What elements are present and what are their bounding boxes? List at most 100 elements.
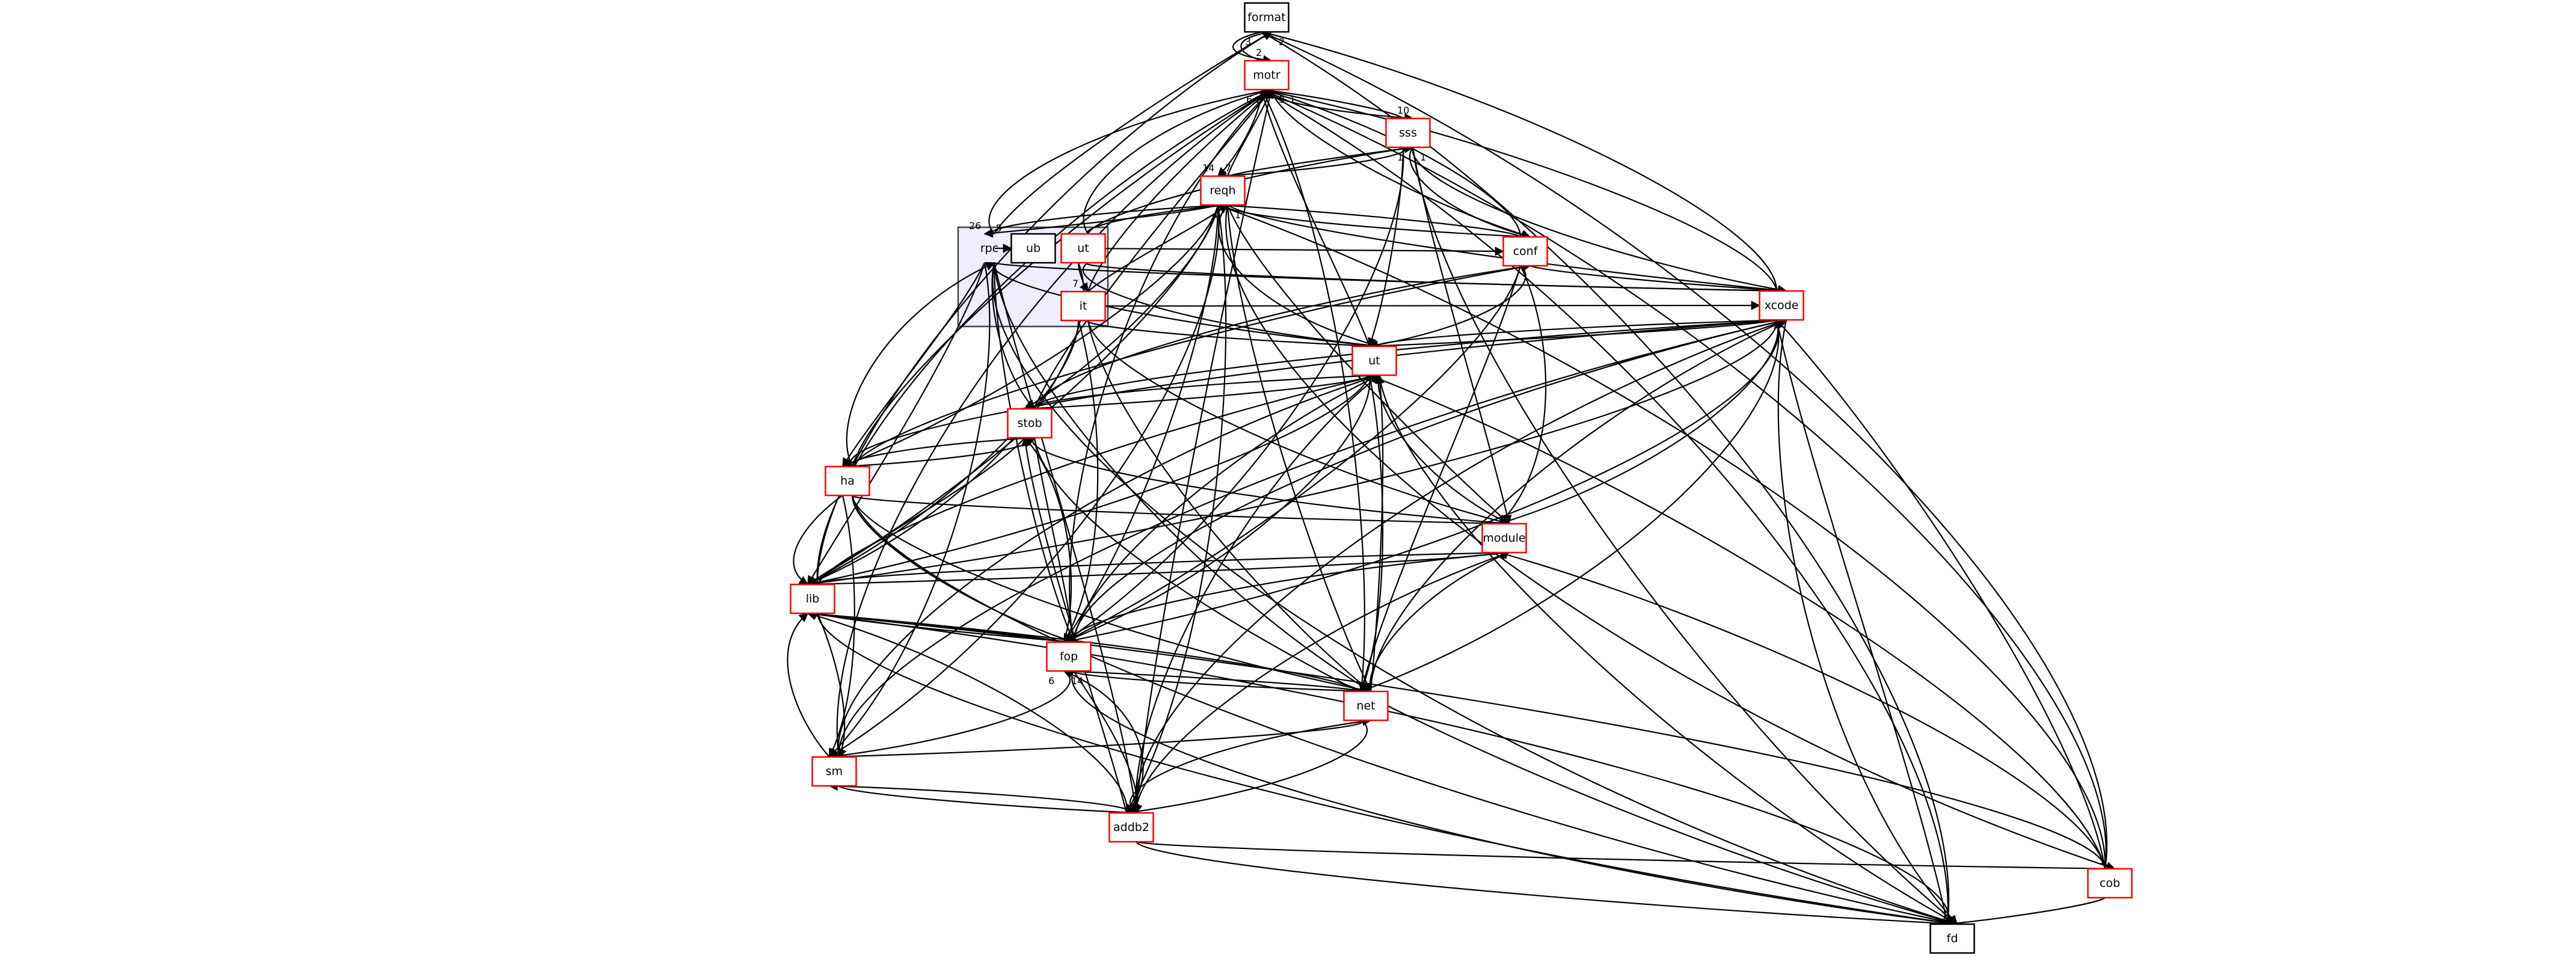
rpc-cluster-label[interactable]: rpc — [980, 242, 998, 255]
edge-conf-to-motr[interactable] — [1261, 87, 1522, 237]
node-box[interactable] — [1343, 690, 1389, 722]
edge-fop-to-xcode[interactable] — [1072, 317, 1788, 643]
edge-cob-to-xcode[interactable] — [1775, 319, 2106, 869]
edge-addb2-to-stob[interactable] — [1021, 437, 1128, 813]
node-box[interactable] — [1108, 812, 1154, 843]
edge-rpc-to-addb2[interactable] — [993, 262, 1140, 814]
edge-ut2-to-fd[interactable] — [1378, 375, 1958, 925]
edge-fop-to-motr[interactable] — [1069, 88, 1273, 643]
edge-net-to-motr[interactable] — [1261, 88, 1365, 692]
node-ha[interactable]: ha — [825, 465, 870, 497]
edge-rpc-to-motr[interactable] — [988, 87, 1273, 234]
edge-stob-to-fd[interactable] — [1033, 437, 1958, 927]
edge-stob-to-motr[interactable] — [1033, 88, 1272, 409]
edge-net-to-xcode[interactable] — [1369, 319, 1788, 692]
edge-fop-to-sm[interactable] — [828, 670, 1071, 761]
node-sss[interactable]: sss — [1385, 117, 1431, 149]
node-ub[interactable]: ub — [1010, 233, 1056, 264]
edge-fd-to-xcode[interactable] — [1774, 319, 1949, 925]
node-ut[interactable]: ut — [1060, 233, 1106, 264]
edge-ut-to-reqh[interactable] — [1086, 201, 1229, 234]
edge-fd-to-motr[interactable] — [1261, 89, 1949, 925]
edge-ut2-to-net[interactable] — [1359, 375, 1384, 693]
edge-rpc-to-lib[interactable] — [807, 262, 986, 586]
edge-rpc-to-ha[interactable] — [842, 262, 985, 468]
edge-conf-to-reqh[interactable] — [1217, 201, 1521, 237]
edge-ut2-to-module[interactable] — [1377, 375, 1510, 525]
edge-addb2-to-fop[interactable] — [1063, 670, 1144, 813]
edge-fop-to-module[interactable] — [1072, 548, 1510, 643]
node-box[interactable] — [1929, 923, 1975, 954]
edge-fop-to-fd[interactable] — [1071, 670, 1958, 928]
edge-ut2-to-fop[interactable] — [1063, 375, 1371, 643]
edge-addb2-to-net[interactable] — [1129, 717, 1372, 813]
edge-fop-to-addb2[interactable] — [1073, 670, 1143, 814]
edge-it-to-net[interactable] — [1087, 320, 1372, 692]
edge-addb2-to-sm[interactable] — [828, 781, 1130, 814]
edge-addb2-to-module[interactable] — [1135, 551, 1510, 813]
edge-reqh-to-ha[interactable] — [841, 204, 1219, 468]
edge-ut-to-motr[interactable] — [1083, 87, 1273, 234]
edge-rpc-to-sm[interactable] — [828, 262, 991, 758]
edge-it-to-module[interactable] — [1087, 320, 1510, 526]
node-box[interactable] — [1385, 117, 1431, 149]
edge-sm-to-ut2[interactable] — [837, 373, 1380, 758]
edge-ha-to-fd[interactable] — [851, 495, 1958, 927]
node-box[interactable] — [1200, 175, 1246, 206]
edge-ut2-to-motr[interactable] — [1259, 88, 1371, 347]
node-box[interactable] — [1060, 290, 1106, 322]
node-ut2[interactable]: ut — [1351, 345, 1397, 376]
edge-ut-to-xcode[interactable] — [1086, 262, 1788, 296]
edge-xcode-to-net[interactable] — [1360, 319, 1780, 693]
node-box[interactable] — [1007, 408, 1053, 439]
node-fd[interactable]: fd — [1929, 923, 1975, 954]
edge-cob-to-lib[interactable] — [807, 609, 2106, 869]
node-box[interactable] — [1046, 641, 1092, 672]
edge-it-to-fop[interactable] — [1063, 320, 1099, 643]
edge-fop-to-ut2[interactable] — [1072, 375, 1380, 643]
edge-it-to-ut2[interactable] — [1087, 319, 1380, 351]
edge-conf-to-fop[interactable] — [1063, 265, 1522, 643]
edge-ut-to-sss[interactable] — [1087, 144, 1414, 234]
edge-rpc-to-fd[interactable] — [992, 262, 1958, 927]
edge-cob-to-format[interactable] — [1261, 31, 2107, 869]
node-box[interactable] — [1244, 2, 1290, 33]
edge-motr-to-format[interactable] — [1240, 28, 1273, 62]
edge-reqh-to-addb2[interactable] — [1126, 204, 1227, 814]
edge-cob-to-ut2[interactable] — [1368, 373, 2106, 869]
edge-ha-to-rpc[interactable] — [846, 262, 995, 467]
edge-sm-to-lib[interactable] — [787, 612, 830, 758]
edge-xcode-to-module[interactable] — [1498, 319, 1779, 526]
edge-net-to-fop[interactable] — [1063, 666, 1362, 693]
edge-rpc-to-xcode[interactable] — [994, 262, 1788, 296]
edge-fop-to-net[interactable] — [1072, 670, 1372, 696]
node-box[interactable] — [1244, 60, 1290, 91]
edge-sm-to-motr[interactable] — [836, 89, 1273, 758]
edge-sss-to-xcode[interactable] — [1412, 147, 1788, 295]
edge-sss-to-conf[interactable] — [1409, 147, 1531, 239]
edge-it-to-motr[interactable] — [1087, 89, 1273, 292]
node-format[interactable]: format — [1244, 2, 1290, 33]
node-box[interactable] — [811, 756, 857, 787]
edge-addb2-to-fd[interactable] — [1135, 841, 1958, 928]
edge-lib-to-module[interactable] — [816, 548, 1510, 585]
edge-it-to-lib[interactable] — [807, 320, 1080, 585]
edge-rpc-to-net[interactable] — [993, 262, 1372, 692]
edge-ut2-to-xcode[interactable] — [1377, 315, 1788, 348]
node-cob[interactable]: cob — [2087, 868, 2133, 899]
node-box[interactable] — [790, 583, 835, 614]
node-box[interactable] — [1759, 290, 1804, 321]
edge-ut2-to-lib[interactable] — [807, 375, 1371, 587]
edge-cob-to-motr[interactable] — [1261, 88, 2107, 869]
edge-reqh-to-fop[interactable] — [1063, 204, 1219, 643]
edge-sss-to-fd[interactable] — [1412, 147, 1958, 925]
edge-reqh-to-net[interactable] — [1226, 204, 1371, 693]
edge-cob-to-fd[interactable] — [1946, 897, 2106, 928]
node-box[interactable] — [2087, 868, 2133, 899]
node-box[interactable] — [1502, 236, 1548, 267]
edge-ha-to-fop[interactable] — [851, 495, 1075, 644]
node-reqh[interactable]: reqh — [1200, 175, 1246, 206]
edge-addb2-to-cob[interactable] — [1136, 841, 2116, 874]
edge-sss-to-fop[interactable] — [1063, 147, 1404, 643]
edge-addb2-to-ut2[interactable] — [1135, 375, 1380, 813]
